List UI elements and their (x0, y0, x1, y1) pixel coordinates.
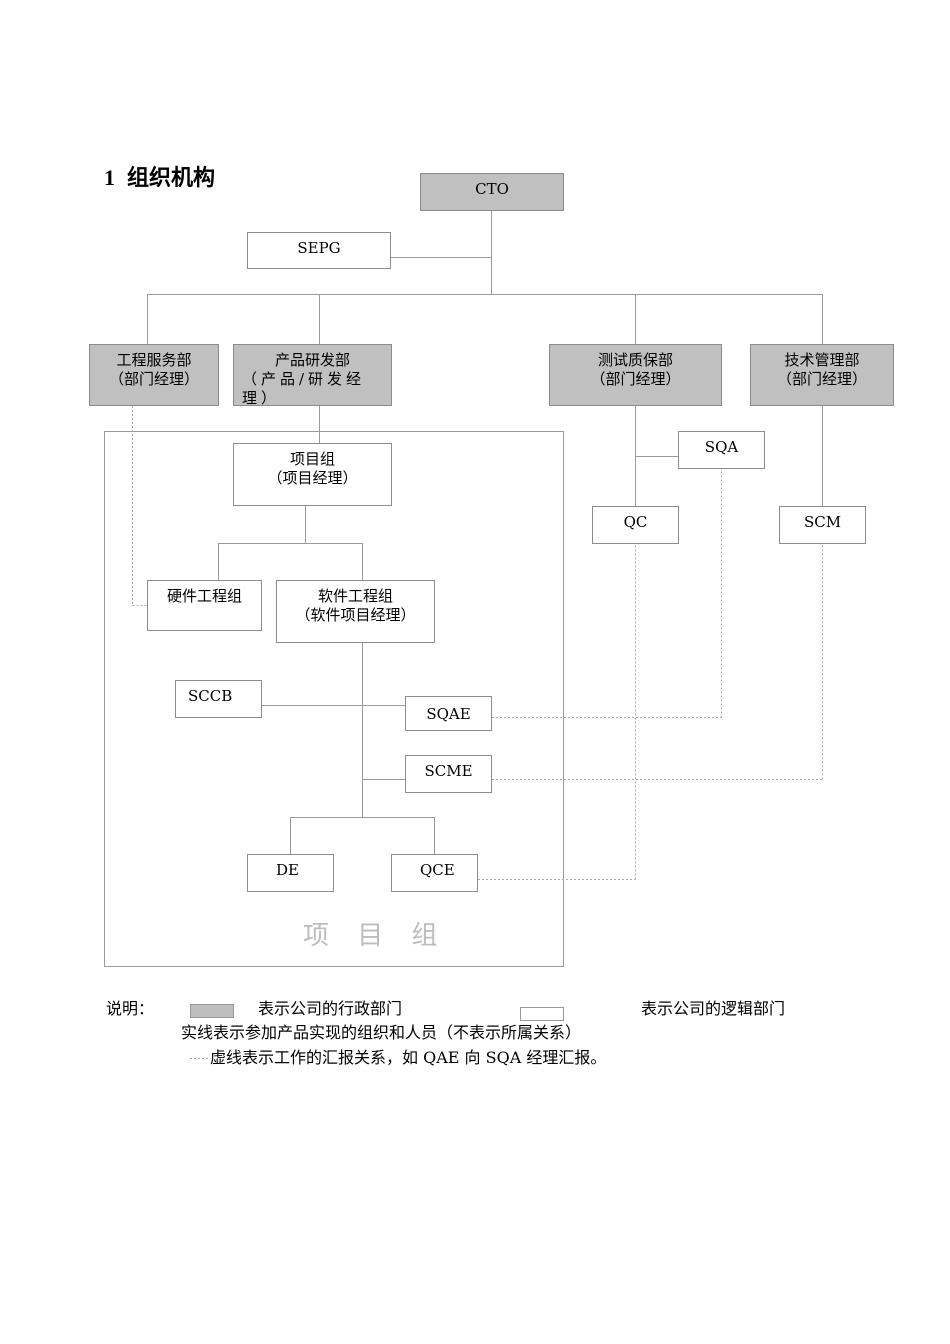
node-software-group-name: 软件工程组 (317, 587, 393, 605)
legend-logical-swatch (520, 1007, 564, 1021)
node-sqae: SQAE (405, 696, 492, 731)
section-title: 组织机构 (127, 166, 216, 191)
node-test-qa-dept: 测试质保部 （部门经理） (549, 344, 722, 406)
legend-admin-text: 表示公司的行政部门 (258, 999, 403, 1018)
node-engineering-service-role: （部门经理） (108, 370, 199, 388)
node-rnd-dept: 产品研发部 （产品/研发经理） (233, 344, 392, 406)
node-de: DE (247, 854, 334, 892)
node-sepg: SEPG (247, 232, 391, 269)
node-sccb: SCCB (175, 680, 262, 718)
node-cto-label: CTO (475, 180, 509, 198)
node-tech-mgmt-name: 技术管理部 (784, 351, 860, 369)
node-qc-label: QC (623, 513, 648, 531)
node-tech-mgmt-role: （部门经理） (776, 370, 867, 388)
node-qce-label: QCE (420, 861, 455, 879)
dashed-lines (132, 406, 823, 1059)
project-area-label: 项 目 组 (303, 921, 448, 951)
node-test-qa-name: 测试质保部 (597, 351, 673, 369)
legend-dashed-text: 虚线表示工作的汇报关系，如 QAE 向 SQA 经理汇报。 (210, 1048, 607, 1067)
legend-logical-text: 表示公司的逻辑部门 (641, 999, 786, 1018)
node-software-group-role: （软件项目经理） (295, 606, 416, 624)
node-test-qa-role: （部门经理） (590, 370, 681, 388)
node-rnd-name: 产品研发部 (274, 351, 350, 369)
node-sqa-label: SQA (704, 438, 739, 456)
node-sccb-label: SCCB (188, 687, 233, 705)
node-software-group: 软件工程组 （软件项目经理） (276, 580, 435, 643)
node-engineering-service-name: 工程服务部 (116, 351, 192, 369)
solid-lines (147, 211, 823, 855)
legend-title: 说明： (106, 999, 155, 1018)
node-de-label: DE (276, 861, 299, 879)
node-tech-mgmt-dept: 技术管理部 （部门经理） (750, 344, 894, 406)
node-scm-label: SCM (803, 513, 842, 531)
node-qc: QC (592, 506, 679, 544)
legend-admin-swatch (190, 1004, 234, 1018)
node-engineering-service-dept: 工程服务部 （部门经理） (89, 344, 219, 406)
section-heading: 1 组织机构 (104, 160, 215, 192)
node-project-group-role: （项目经理） (267, 469, 358, 487)
node-qce: QCE (391, 854, 478, 892)
node-sepg-label: SEPG (297, 239, 341, 257)
node-scm: SCM (779, 506, 866, 544)
node-hardware-group-label: 硬件工程组 (166, 587, 242, 605)
node-hardware-group: 硬件工程组 (147, 580, 262, 631)
node-scme: SCME (405, 755, 492, 793)
node-scme-label: SCME (424, 762, 473, 780)
node-sqae-label: SQAE (426, 705, 471, 723)
node-rnd-role: （产品/研发经理） (242, 370, 366, 406)
node-project-group-name: 项目组 (289, 450, 335, 468)
node-cto: CTO (420, 173, 564, 211)
node-project-group: 项目组 （项目经理） (233, 443, 392, 506)
node-sqa: SQA (678, 431, 765, 469)
legend-solid-text: 实线表示参加产品实现的组织和人员（不表示所属关系） (181, 1023, 582, 1042)
project-area-frame (104, 431, 564, 967)
section-number: 1 (104, 165, 115, 190)
